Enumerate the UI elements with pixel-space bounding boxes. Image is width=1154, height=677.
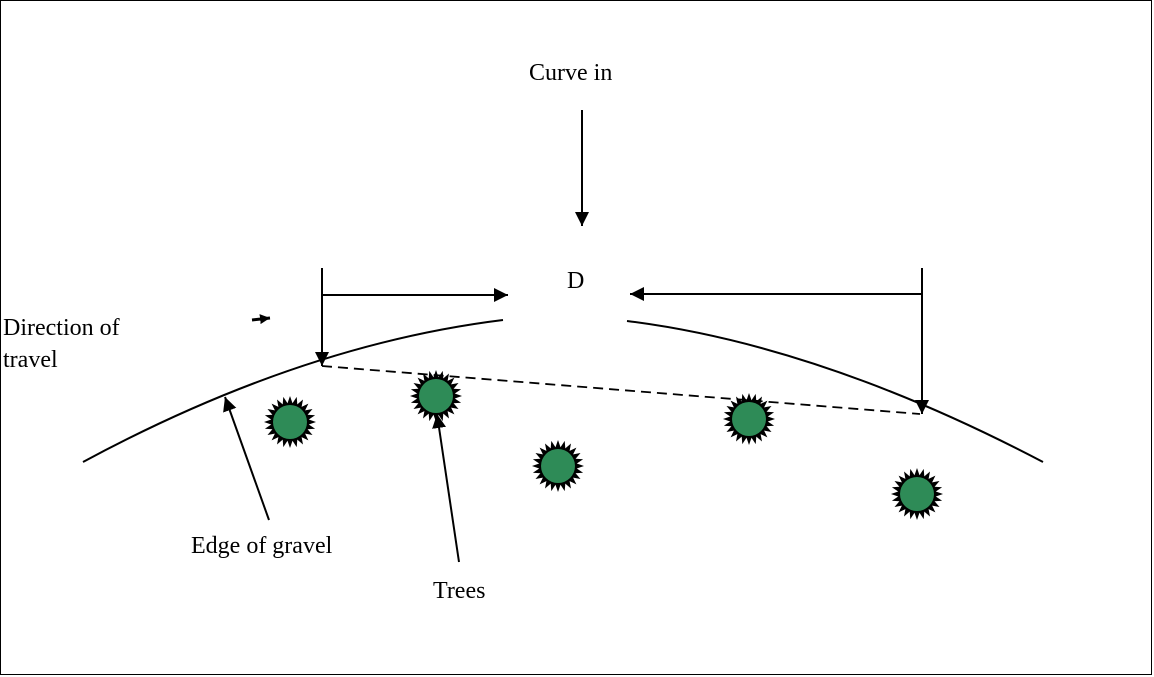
- tree-canopy-5: [900, 477, 934, 511]
- d-marker-label: D: [567, 268, 585, 294]
- direction-of-travel-arrow: [251, 314, 271, 325]
- curve-in-label: Curve in: [529, 60, 613, 86]
- edge-of-gravel-pointer: [223, 396, 270, 521]
- direction-of-travel-label-line1: Direction of: [3, 315, 120, 341]
- tree-canopy-4: [732, 402, 766, 436]
- trees-group: [264, 370, 943, 520]
- chord-dashed-line: [321, 365, 921, 415]
- direction-of-travel-label-line2: travel: [3, 347, 58, 373]
- trees-label: Trees: [433, 578, 486, 604]
- tree-canopy-3: [541, 449, 575, 483]
- trees-pointer: [432, 413, 460, 563]
- tree-canopy-1: [273, 405, 307, 439]
- road-edge-left: [82, 319, 504, 463]
- tree-canopy-2: [419, 379, 453, 413]
- edge-of-gravel-label: Edge of gravel: [191, 533, 333, 559]
- road-edge-right: [626, 320, 1044, 463]
